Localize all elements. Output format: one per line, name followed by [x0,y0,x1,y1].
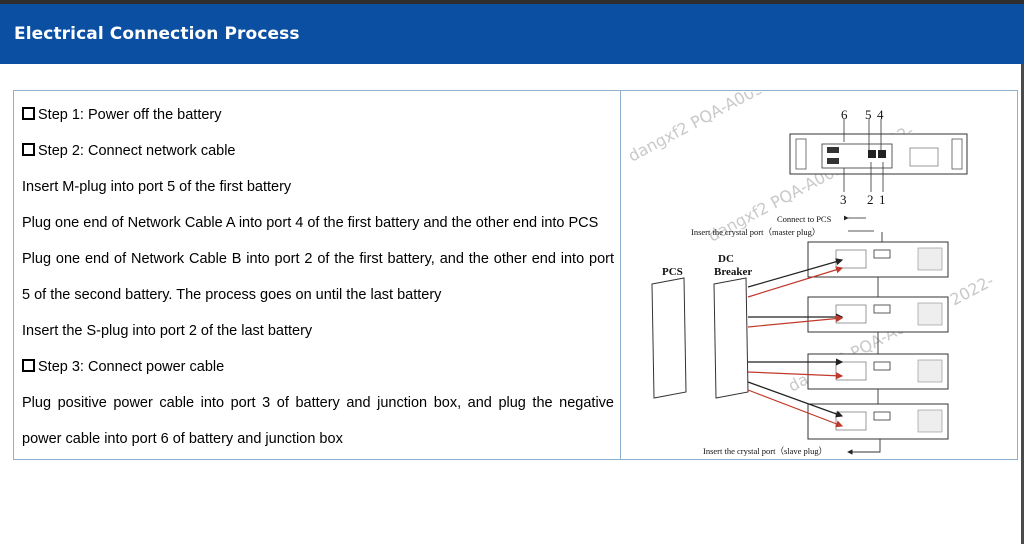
step-line: Plug one end of Network Cable B into por… [22,251,614,267]
battery-front-panel [789,119,968,175]
port-number-5: 5 [865,107,872,122]
dc-label: DC [718,253,734,265]
connect-to-pcs-label: Connect to PCS [777,214,832,224]
content-panel [13,90,1018,460]
step-line: 5 of the second battery. The process goe… [22,287,442,303]
port-number-4: 4 [877,107,884,122]
checkbox-icon [22,359,35,372]
checkbox-icon [22,107,35,120]
step-line: Plug positive power cable into port 3 of… [22,395,614,411]
connection-diagram: dangxf2 PQA-A0038-N 2022- dangxf2 PQA-A0… [625,92,997,456]
window-top-border [0,0,1024,4]
power-cables [747,258,844,428]
pcs-cabinet [651,277,687,399]
right-edge-border [1021,64,1024,544]
dc-breaker-cabinet [713,277,749,399]
step-heading-2: Step 2: Connect network cable [22,142,235,160]
panel-divider [620,90,621,460]
battery-module [807,403,949,440]
checkbox-icon [22,143,35,156]
battery-module [807,353,949,390]
step-heading-1: Step 1: Power off the battery [22,106,222,124]
step-line: Insert M-plug into port 5 of the first b… [22,179,292,195]
step-line: Insert the S-plug into port 2 of the las… [22,323,313,339]
breaker-label: Breaker [714,266,752,278]
page-title: Electrical Connection Process [14,24,300,44]
port-number-3: 3 [840,192,847,207]
pcs-label: PCS [662,266,683,278]
port-number-6: 6 [841,107,848,122]
battery-module [807,296,949,333]
slave-plug-label: Insert the crystal port（slave plug） [703,446,827,456]
port-number-1: 1 [879,192,886,207]
step-heading-3: Step 3: Connect power cable [22,358,224,376]
step-line: Plug one end of Network Cable A into por… [22,215,599,231]
slide-header: Electrical Connection Process [0,4,1024,64]
step-line: power cable into port 6 of battery and j… [22,431,343,447]
network-cables [877,232,883,404]
port-number-2: 2 [867,192,874,207]
master-plug-label: Insert the crystal port（master plug） [691,227,820,237]
